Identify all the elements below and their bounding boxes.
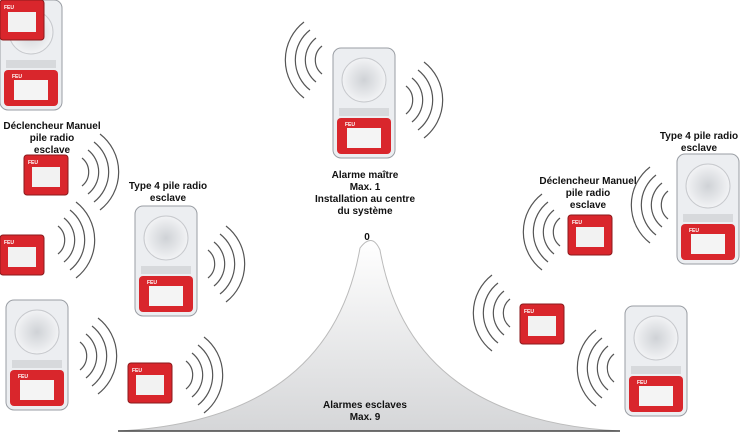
left-callpoint-2 <box>0 234 45 276</box>
left-callpoint-3 <box>127 362 173 404</box>
left-siren-small <box>134 205 198 317</box>
left-siren-small-waves <box>207 225 246 303</box>
svg-text:FEU: FEU <box>12 74 22 80</box>
label-slaves: Alarmes esclaves Max. 9 <box>323 400 407 423</box>
right-callpoint-2-waves <box>472 274 511 352</box>
right-siren-top <box>676 153 740 265</box>
slave-range-curve <box>117 240 621 432</box>
label-zero: 0 <box>364 232 370 243</box>
right-siren-bottom <box>624 305 688 417</box>
label-right-manual: Déclencheur Manuel pile radio esclave <box>539 176 637 211</box>
label-center-master: Alarme maître Max. 1 Installation au cen… <box>314 170 416 217</box>
label-left-manual: Déclencheur Manuel pile radio esclave <box>3 121 101 156</box>
master-waves-left <box>284 21 323 99</box>
left-callpoint-3-waves <box>185 336 224 414</box>
svg-text:FEU: FEU <box>4 5 14 11</box>
left-siren-large <box>5 299 69 411</box>
label-right-type4: Type 4 pile radio esclave <box>659 131 739 154</box>
master-alarm-device <box>332 47 396 159</box>
right-callpoint-1 <box>567 214 613 256</box>
left-callpoint-2-waves <box>57 201 96 279</box>
right-siren-bottom-waves <box>576 329 615 407</box>
left-siren-large-waves <box>79 317 118 395</box>
master-waves-right <box>405 61 444 139</box>
label-left-type4: Type 4 pile radio esclave <box>128 181 208 204</box>
right-callpoint-2 <box>519 303 565 345</box>
left-callpoint-1 <box>23 154 69 196</box>
